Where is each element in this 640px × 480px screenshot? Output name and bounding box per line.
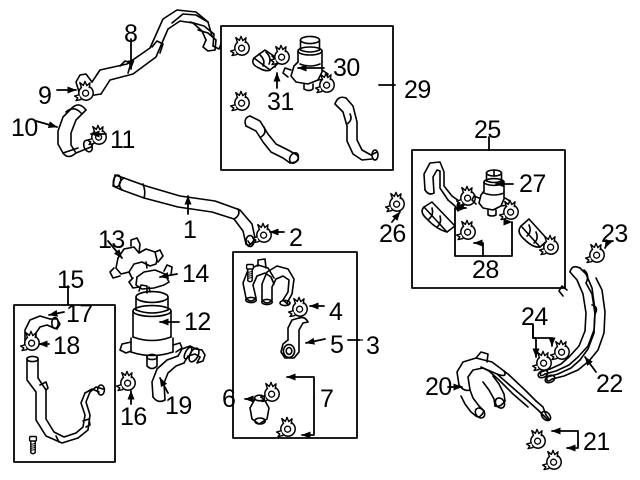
leader-21-b xyxy=(566,442,579,452)
part-10-hose xyxy=(57,104,96,158)
part-16-clamp xyxy=(115,370,136,392)
part-3-branched-hose xyxy=(242,258,295,307)
leader-14 xyxy=(159,272,178,279)
callout-label-26[interactable]: 26 xyxy=(379,220,406,248)
part-5-elbow-hose xyxy=(280,316,309,359)
leader-28-right xyxy=(482,221,516,257)
callout-label-13[interactable]: 13 xyxy=(98,226,125,254)
leader-7b xyxy=(301,397,315,439)
part-15-bolt xyxy=(28,435,38,455)
part-12-pump xyxy=(119,284,183,370)
leader-28-mid xyxy=(473,239,484,257)
callout-label-10[interactable]: 10 xyxy=(11,114,38,142)
callout-label-3[interactable]: 3 xyxy=(366,332,380,360)
callout-label-11[interactable]: 11 xyxy=(110,126,135,154)
callout-label-21[interactable]: 21 xyxy=(583,428,610,456)
part-15-pipe-assembly xyxy=(26,355,106,444)
part-27-valve xyxy=(471,169,511,217)
callout-label-17[interactable]: 17 xyxy=(66,300,93,328)
part-14-strap xyxy=(128,264,173,293)
callout-label-9[interactable]: 9 xyxy=(38,82,52,110)
part-29-hose-right xyxy=(334,96,379,161)
callout-label-28[interactable]: 28 xyxy=(472,256,499,284)
leader-19 xyxy=(159,377,169,394)
part-20-branched-hose xyxy=(456,351,552,422)
callout-label-6[interactable]: 6 xyxy=(222,385,236,413)
callout-label-20[interactable]: 20 xyxy=(425,373,452,401)
part-26-clamp xyxy=(384,191,406,213)
callout-label-2[interactable]: 2 xyxy=(289,224,303,252)
part-6-connector-hose xyxy=(249,394,270,425)
callout-label-23[interactable]: 23 xyxy=(601,220,628,248)
part-19-hose xyxy=(151,345,206,403)
callout-label-27[interactable]: 27 xyxy=(519,170,546,198)
callout-label-30[interactable]: 30 xyxy=(333,54,360,82)
callout-label-12[interactable]: 12 xyxy=(184,308,211,336)
callout-label-14[interactable]: 14 xyxy=(182,260,209,288)
callout-label-18[interactable]: 18 xyxy=(53,332,80,360)
callout-label-22[interactable]: 22 xyxy=(596,370,623,398)
part-13-bracket xyxy=(109,237,164,279)
callout-label-4[interactable]: 4 xyxy=(329,298,343,326)
leader-5 xyxy=(305,337,326,345)
leader-10 xyxy=(35,120,58,129)
part-3-bolt xyxy=(245,263,255,283)
part-22-twin-lines xyxy=(537,265,606,384)
callout-label-15[interactable]: 15 xyxy=(57,266,84,294)
leader-21-a xyxy=(551,427,579,444)
part-2-clamp xyxy=(251,222,273,244)
callout-label-16[interactable]: 16 xyxy=(120,403,147,431)
group-box-25 xyxy=(411,149,566,289)
callout-label-5[interactable]: 5 xyxy=(330,331,344,359)
leader-28-left xyxy=(454,204,484,257)
part-30-valve xyxy=(282,35,329,92)
leader-22 xyxy=(584,356,597,373)
leader-17 xyxy=(48,309,65,317)
part-11-clamp xyxy=(86,124,107,146)
callout-label-29[interactable]: 29 xyxy=(404,76,431,104)
part-24-clamp-b xyxy=(549,339,571,361)
part-21-clamp-a xyxy=(525,428,547,450)
leader-26 xyxy=(391,211,401,223)
part-8-upper-pipe xyxy=(75,9,222,97)
leader-23 xyxy=(604,238,612,249)
leader-7a xyxy=(286,373,315,399)
part-29-hose-left xyxy=(244,115,300,164)
callout-label-7[interactable]: 7 xyxy=(320,385,334,413)
leader-24-a xyxy=(532,324,540,358)
callout-label-8[interactable]: 8 xyxy=(124,20,138,48)
callout-label-31[interactable]: 31 xyxy=(267,88,294,116)
leader-13 xyxy=(107,240,123,259)
part-21-clamp-b xyxy=(541,449,563,471)
callout-label-24[interactable]: 24 xyxy=(521,303,548,331)
callout-label-19[interactable]: 19 xyxy=(165,392,192,420)
callout-label-1[interactable]: 1 xyxy=(183,216,197,244)
callout-label-25[interactable]: 25 xyxy=(474,116,501,144)
